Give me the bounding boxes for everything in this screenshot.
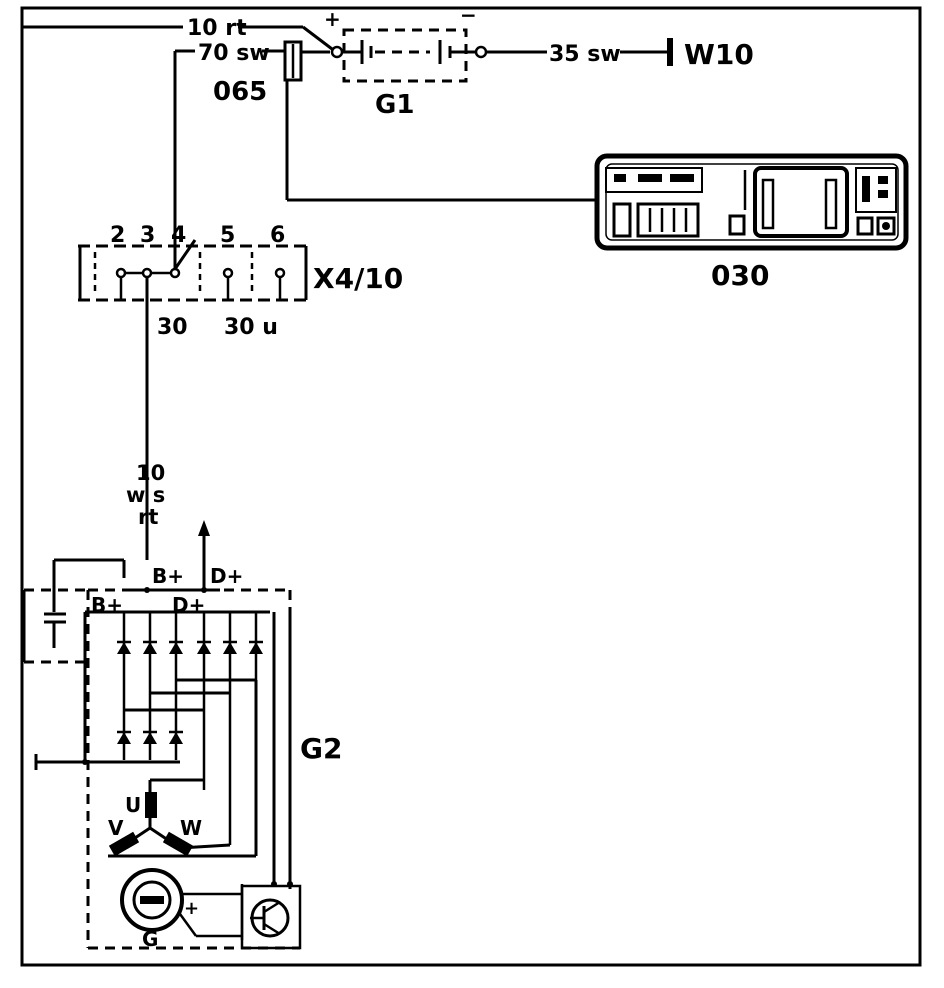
rotor-g: G bbox=[142, 927, 158, 951]
wire-label-70sw: 70 sw bbox=[198, 41, 270, 66]
wire-label-ws: w s bbox=[126, 483, 165, 507]
phase-v: V bbox=[108, 816, 124, 840]
instrument-label: 030 bbox=[711, 259, 769, 292]
ground-label: W10 bbox=[684, 38, 754, 71]
phase-w: W bbox=[180, 816, 202, 840]
wire-35sw bbox=[486, 38, 673, 66]
regulator-plus: + bbox=[184, 898, 199, 919]
pin-30: 30 bbox=[157, 315, 188, 340]
wire-10rt bbox=[22, 25, 337, 54]
pin-3: 3 bbox=[140, 223, 155, 248]
wire-label-rt: rt bbox=[138, 505, 158, 529]
alternator-label: G2 bbox=[300, 732, 342, 765]
pin-6: 6 bbox=[270, 223, 285, 248]
connector-label: X4/10 bbox=[313, 262, 403, 295]
wire-label-10rt: 10 rt bbox=[187, 16, 247, 41]
wire-label-35sw: 35 sw bbox=[549, 42, 621, 67]
pin-30u: 30 u bbox=[224, 315, 278, 340]
wire-70sw bbox=[173, 49, 286, 268]
terminal-dplus-inner: D+ bbox=[172, 593, 205, 617]
diagram-frame bbox=[20, 6, 922, 967]
battery-plus: + bbox=[324, 7, 341, 31]
connector-x4-10 bbox=[78, 239, 308, 560]
terminal-bplus-inner: B+ bbox=[91, 593, 123, 617]
pin-5: 5 bbox=[220, 223, 235, 248]
pin-2: 2 bbox=[110, 223, 125, 248]
battery-label: G1 bbox=[375, 90, 414, 120]
terminal-bplus: B+ bbox=[152, 564, 184, 588]
wire-label-10: 10 bbox=[136, 461, 165, 485]
fuse-label: 065 bbox=[213, 77, 267, 107]
terminal-dplus: D+ bbox=[210, 564, 243, 588]
instrument-cluster-030 bbox=[594, 153, 909, 251]
battery-g1 bbox=[330, 28, 488, 83]
pin-4: 4 bbox=[171, 223, 186, 248]
fuse-065 bbox=[283, 40, 330, 200]
phase-u: U bbox=[125, 793, 141, 817]
alternator-g2 bbox=[22, 520, 302, 950]
battery-minus: − bbox=[460, 3, 477, 27]
